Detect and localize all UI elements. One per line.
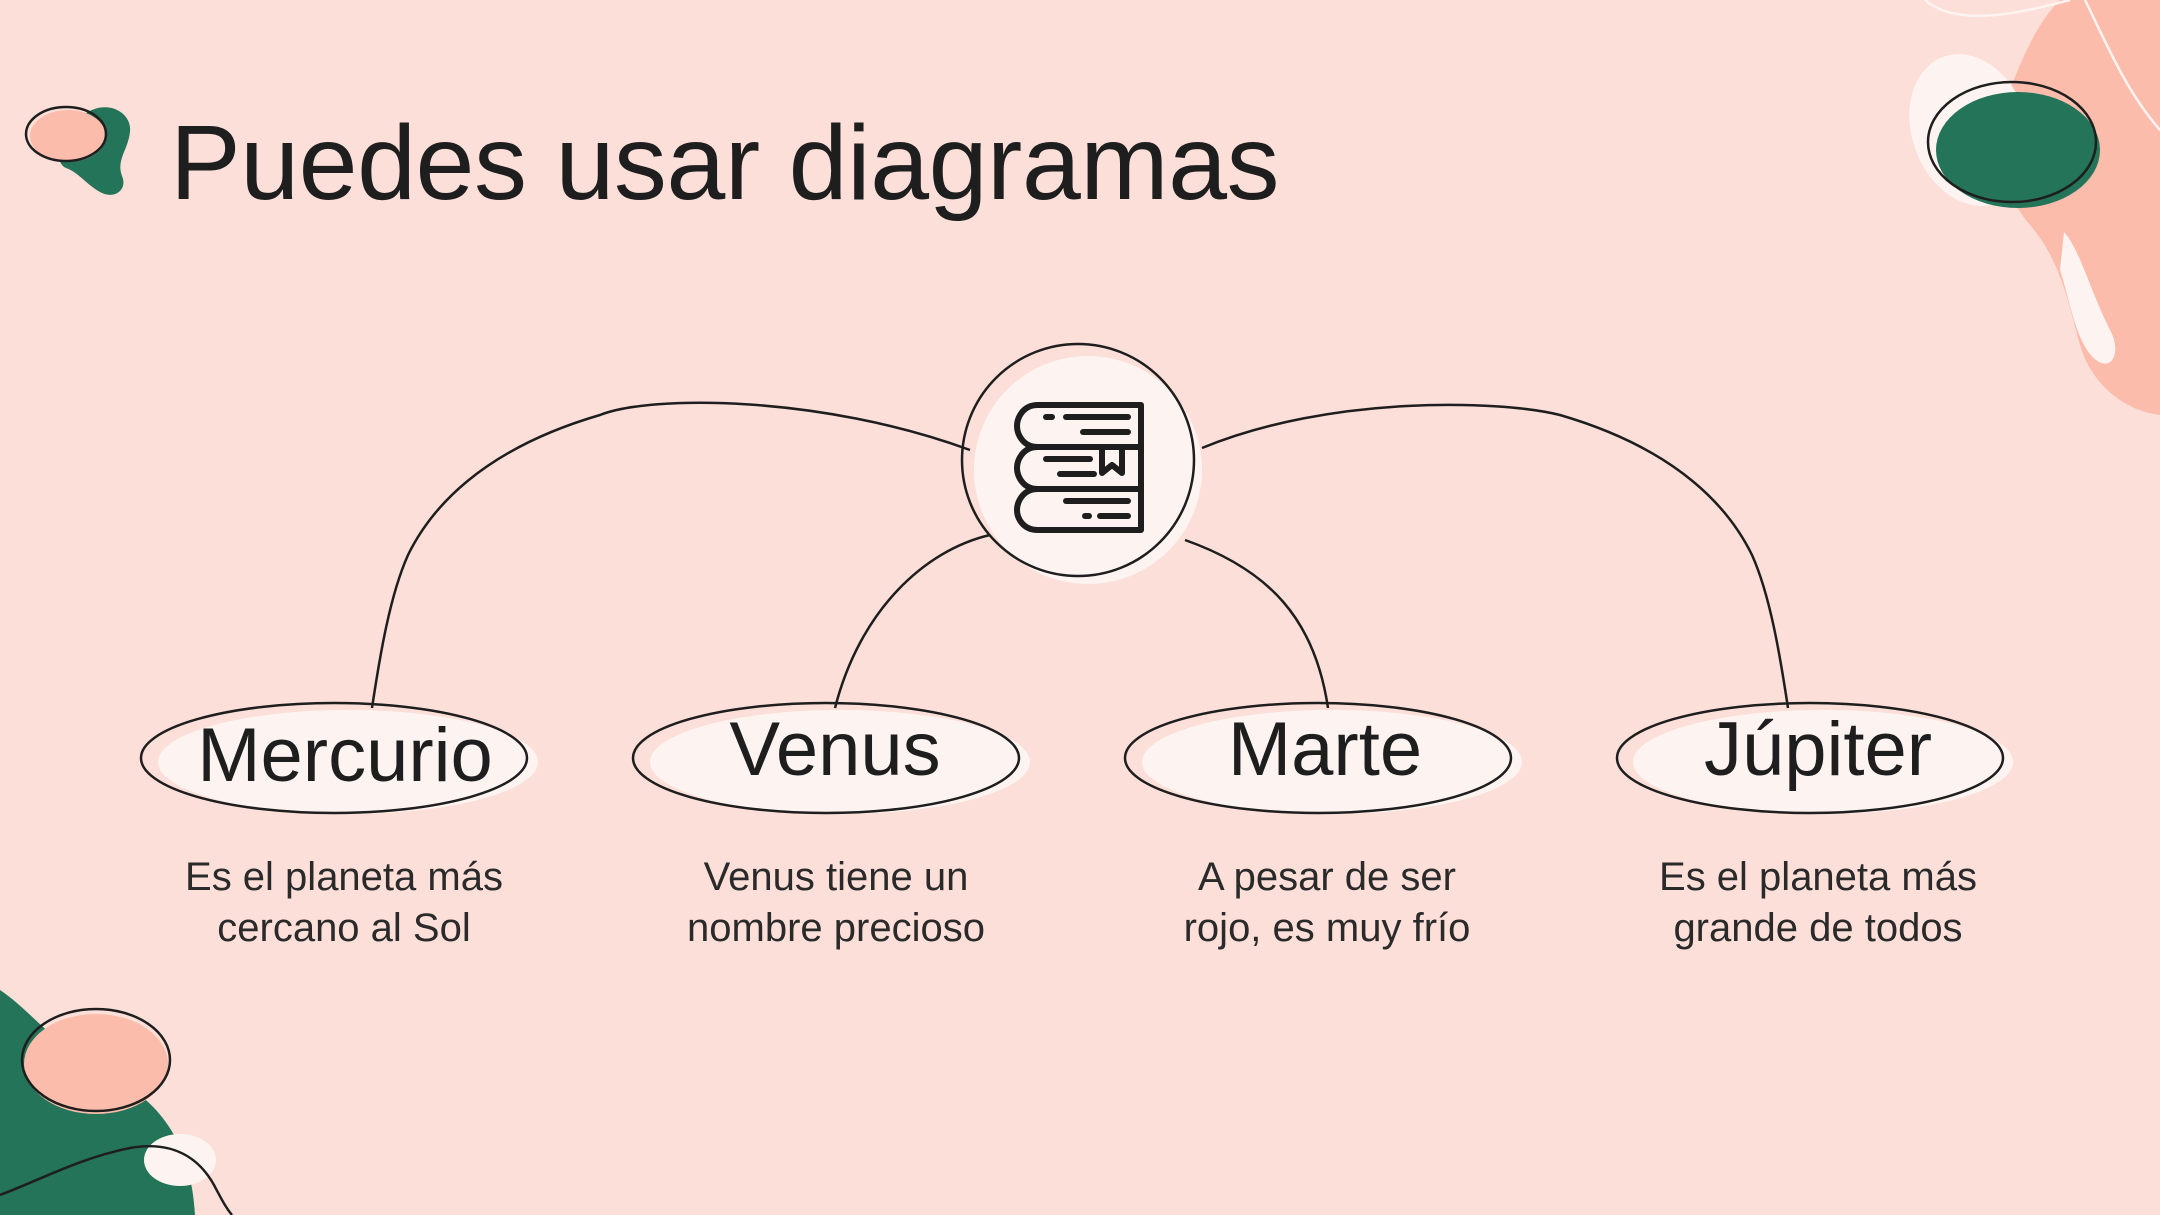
node-label-venus: Venus xyxy=(729,707,941,792)
description-line: rojo, es muy frío xyxy=(1183,906,1471,950)
description-line: cercano al Sol xyxy=(217,906,471,950)
top-right-decoration xyxy=(1909,0,2160,415)
node-oval-mercurio xyxy=(139,701,538,815)
node-description-jupiter: Es el planeta más grande de todos xyxy=(1578,852,2058,954)
node-oval-jupiter xyxy=(1615,701,2013,815)
connector-marte xyxy=(1184,538,1330,709)
description-line: Es el planeta más xyxy=(1659,855,1977,899)
connector-mercurio xyxy=(370,401,971,709)
description-line: Es el planeta más xyxy=(185,855,503,899)
description-line: Venus tiene un xyxy=(703,855,969,899)
node-label-jupiter: Júpiter xyxy=(1703,707,1933,792)
center-node xyxy=(960,342,1202,584)
node-description-venus: Venus tiene un nombre precioso xyxy=(596,852,1076,954)
description-line: A pesar de ser xyxy=(1198,855,1456,899)
node-oval-marte xyxy=(1123,701,1522,815)
bottom-left-decoration xyxy=(0,990,233,1215)
node-description-marte: A pesar de ser rojo, es muy frío xyxy=(1087,852,1567,954)
connector-jupiter xyxy=(1201,403,1790,709)
slide-title: Puedes usar diagramas xyxy=(170,104,1280,222)
description-line: nombre precioso xyxy=(687,906,985,950)
node-oval-venus xyxy=(631,701,1030,815)
node-description-mercurio: Es el planeta más cercano al Sol xyxy=(104,852,584,954)
books-icon xyxy=(1014,402,1144,533)
node-label-mercurio: Mercurio xyxy=(197,713,493,798)
description-line: grande de todos xyxy=(1673,906,1963,950)
node-label-marte: Marte xyxy=(1227,707,1423,792)
connector-venus xyxy=(833,533,991,709)
title-bubble-decoration xyxy=(24,105,131,195)
